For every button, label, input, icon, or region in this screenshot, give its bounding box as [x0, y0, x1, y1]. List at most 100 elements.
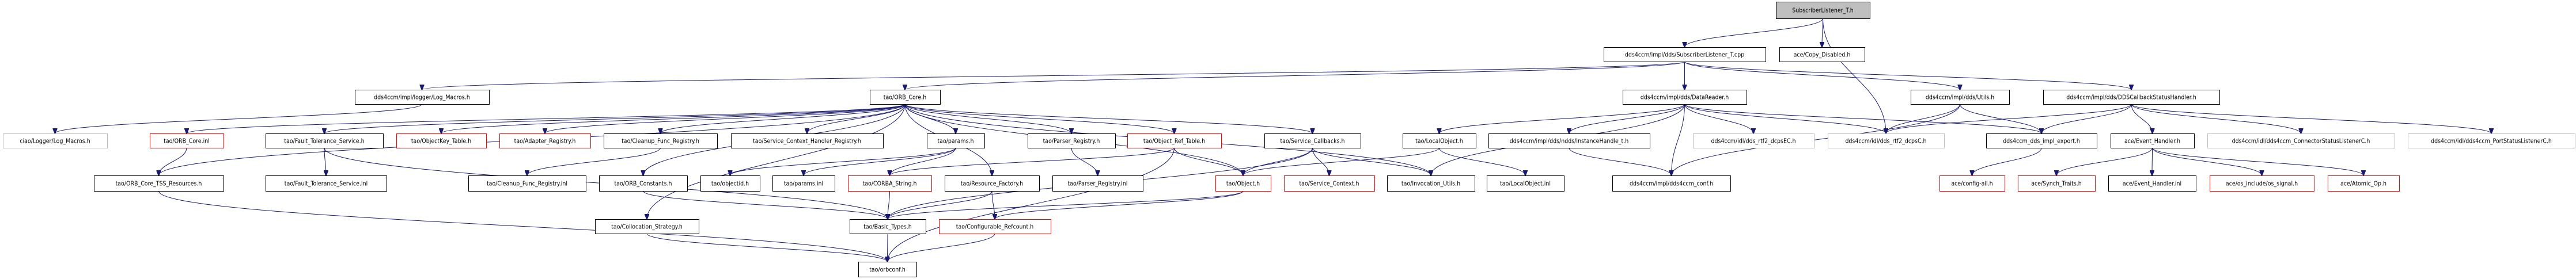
node-label: tao/LocalObject.h [1415, 138, 1463, 145]
node-sl-cpp[interactable]: dds4ccm/impl/dds/SubscriberListener_T.cp… [1604, 47, 1766, 62]
node-label: ace/config-all.h [1951, 181, 1992, 188]
node-local-object[interactable]: tao/LocalObject.h [1403, 133, 1476, 148]
edge-cleanup_reg-to-cleanup_inl [527, 147, 661, 175]
node-synch-traits[interactable]: ace/Synch_Traits.h [2018, 175, 2096, 192]
edge-orb_constants-to-basic_types [643, 190, 888, 219]
node-label: tao/params.h [937, 138, 973, 145]
node-box [2210, 175, 2314, 192]
node-ft-service-inl[interactable]: tao/Fault_Tolerance_Service.inl [266, 175, 387, 192]
node-label: ace/Synch_Traits.h [2031, 181, 2082, 188]
node-objectid[interactable]: tao/objectid.h [700, 175, 760, 192]
node-box [1986, 133, 2097, 148]
edge-event_handler-to-event_handler_inl [2152, 147, 2153, 175]
node-label: tao/ObjectKey_Table.h [411, 138, 471, 145]
node-box [94, 175, 224, 192]
node-ddscb[interactable]: dds4ccm/impl/dds/DDSCallbackStatusHandle… [2043, 90, 2220, 105]
node-params-inl[interactable]: tao/params.inl [772, 175, 835, 192]
node-label: dds4ccm/idl/dds4ccm_PortStatusListenerC.… [2431, 138, 2552, 145]
node-tss-res[interactable]: tao/ORB_Core_TSS_Resources.h [94, 175, 224, 192]
node-ft-service[interactable]: tao/Fault_Tolerance_Service.h [266, 133, 384, 148]
node-box [939, 219, 1051, 234]
edge-svc_callbacks-to-invocation_utils [1312, 147, 1431, 175]
node-label: dds4ccm/impl/dds/DataReader.h [1641, 94, 1729, 101]
node-orb-constants[interactable]: tao/ORB_Constants.h [599, 175, 688, 192]
node-box [1612, 175, 1731, 192]
node-adapter-reg[interactable]: tao/Adapter_Registry.h [499, 133, 591, 148]
edge-obj_ref_table-to-orbconf [888, 147, 1175, 262]
node-collocation[interactable]: tao/Collocation_Strategy.h [595, 219, 699, 234]
node-config-all[interactable]: ace/config-all.h [1939, 175, 2005, 192]
node-event-handler[interactable]: ace/Event_Handler.h [2111, 133, 2195, 148]
node-dcps-c[interactable]: dds4ccm/idl/dds_rtf2_dcpsC.h [1828, 133, 1945, 148]
edge-datareader-to-local_object [1439, 104, 1685, 133]
node-log-macros[interactable]: dds4ccm/impl/logger/Log_Macros.h [355, 90, 490, 105]
node-orb-core[interactable]: tao/ORB_Core.h [870, 90, 941, 105]
node-orbconf[interactable]: tao/orbconf.h [858, 262, 917, 277]
node-objectkey[interactable]: tao/ObjectKey_Table.h [396, 133, 487, 148]
node-label: tao/Invocation_Utils.h [1401, 181, 1460, 188]
node-box [2408, 133, 2575, 148]
node-cleanup-reg[interactable]: tao/Cleanup_Func_Registry.h [604, 133, 718, 148]
node-utils[interactable]: dds4ccm/impl/dds/Utils.h [1911, 90, 2010, 105]
node-inst-handle[interactable]: dds4ccm/impl/dds/ndds/InstanceHandle_t.h [1488, 133, 1650, 148]
node-label: tao/Service_Context_Handler_Registry.h [753, 138, 861, 145]
node-invocation-utils[interactable]: tao/Invocation_Utils.h [1387, 175, 1475, 192]
node-root[interactable]: SubscriberListener_T.h [1776, 2, 1870, 19]
node-basic-types[interactable]: tao/Basic_Types.h [850, 219, 926, 234]
edge-datareader-to-dcps_c [1684, 104, 1886, 133]
node-box [2018, 175, 2096, 192]
node-dcps-ec[interactable]: dds4ccm/idl/dds_rtf2_dcpsEC.h [1693, 133, 1814, 148]
node-params-h[interactable]: tao/params.h [927, 133, 985, 148]
node-box [1028, 133, 1116, 148]
node-event-handler-inl[interactable]: ace/Event_Handler.inl [2108, 175, 2196, 192]
edge-orb_core-to-svc_ctx_reg [807, 104, 906, 133]
node-impl-export[interactable]: dds4ccm_dds_impl_export.h [1986, 133, 2097, 148]
node-copy-disabled[interactable]: ace/Copy_Disabled.h [1779, 47, 1865, 62]
node-datareader[interactable]: dds4ccm/impl/dds/DataReader.h [1623, 90, 1747, 105]
edge-corba_string-to-basic_types [888, 190, 890, 219]
node-box [1488, 133, 1650, 148]
node-box [945, 175, 1040, 192]
edges-layer [55, 18, 2492, 262]
node-box [1127, 133, 1222, 148]
edge-sl_cpp-to-log_macros [422, 61, 1685, 90]
edge-datareader-to-dds4ccm_conf [1672, 104, 1685, 175]
node-local-object-inl[interactable]: tao/LocalObject.inl [1487, 175, 1564, 192]
node-parser-inl[interactable]: tao/Parser_Registry.inl [1052, 175, 1143, 192]
edge-params_h-to-params_inl [804, 147, 956, 175]
node-box [1779, 47, 1865, 62]
edge-datareader-to-impl_export [1684, 104, 2042, 133]
node-dds4ccm-conf[interactable]: dds4ccm/impl/dds4ccm_conf.h [1612, 175, 1731, 192]
edge-svc_callbacks-to-object_h [1243, 147, 1313, 175]
node-resource-factory[interactable]: tao/Resource_Factory.h [945, 175, 1040, 192]
edge-orb_core-to-ft_service [324, 104, 906, 133]
node-orb-core-inl[interactable]: tao/ORB_Core.inl [150, 133, 224, 148]
node-port-status[interactable]: dds4ccm/idl/dds4ccm_PortStatusListenerC.… [2408, 133, 2575, 148]
node-label: ace/os_include/os_signal.h [2226, 181, 2298, 188]
node-label: tao/Basic_Types.h [863, 224, 912, 231]
node-object-h[interactable]: tao/Object.h [1215, 175, 1271, 192]
node-ciao-log[interactable]: ciao/Logger/Log_Macros.h [3, 133, 108, 148]
node-atomic-op[interactable]: ace/Atomic_Op.h [2328, 175, 2400, 192]
node-obj-ref-table[interactable]: tao/Object_Ref_Table.h [1127, 133, 1222, 148]
node-os-signal[interactable]: ace/os_include/os_signal.h [2210, 175, 2314, 192]
node-box [1604, 47, 1766, 62]
node-svc-context[interactable]: tao/Service_Context.h [1284, 175, 1375, 192]
node-configurable-refcount[interactable]: tao/Configurable_Refcount.h [939, 219, 1051, 234]
node-label: ace/Event_Handler.h [2124, 138, 2180, 145]
edge-obj_ref_table-to-object_h [1174, 147, 1244, 175]
node-svc-ctx-reg[interactable]: tao/Service_Context_Handler_Registry.h [731, 133, 884, 148]
node-conn-status[interactable]: dds4ccm/idl/dds4ccm_ConnectorStatusListe… [2207, 133, 2395, 148]
node-box [1264, 133, 1361, 148]
node-cleanup-inl[interactable]: tao/Cleanup_Func_Registry.inl [468, 175, 586, 192]
node-parser-reg[interactable]: tao/Parser_Registry.h [1028, 133, 1116, 148]
node-svc-callbacks[interactable]: tao/Service_Callbacks.h [1264, 133, 1361, 148]
edge-inst_handle-to-dds4ccm_conf [1569, 147, 1672, 175]
node-corba-string[interactable]: tao/CORBA_String.h [848, 175, 932, 192]
node-box [1693, 133, 1814, 148]
node-label: dds4ccm/impl/dds/ndds/InstanceHandle_t.h [1510, 138, 1628, 145]
edge-ddscb-to-impl_export [2041, 104, 2132, 133]
node-label: tao/CORBA_String.h [863, 181, 917, 188]
edge-ddscb-to-dcps_c [1886, 104, 2132, 133]
